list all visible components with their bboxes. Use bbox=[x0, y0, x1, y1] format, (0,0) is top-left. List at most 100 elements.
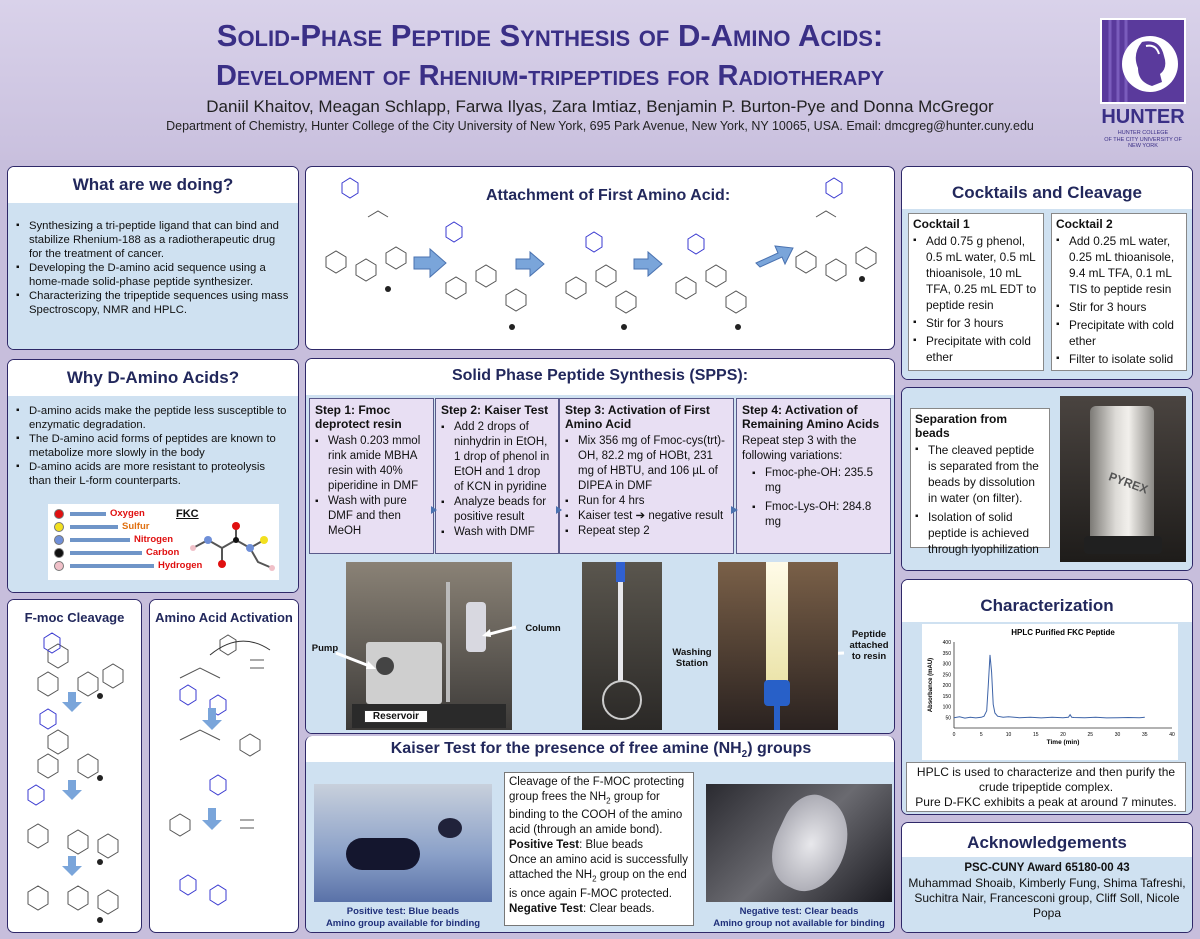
list-item: Add 0.75 g phenol, 0.5 mL water, 0.5 mL … bbox=[913, 233, 1039, 313]
step-2-box: Step 2: Kaiser Test Add 2 drops of ninhy… bbox=[435, 398, 559, 554]
hunter-seal-icon bbox=[1100, 18, 1186, 104]
x-tick-label: 20 bbox=[1060, 732, 1066, 738]
arrow-icon bbox=[70, 525, 118, 529]
poster-header: Solid-Phase Peptide Synthesis of D-Amino… bbox=[0, 0, 1200, 160]
x-tick-label: 35 bbox=[1142, 732, 1148, 738]
fkc-molecule-icon bbox=[190, 522, 275, 571]
ack-award: PSC-CUNY Award 65180-00 43 bbox=[964, 862, 1130, 874]
arrow-icon bbox=[70, 538, 130, 542]
step-1-box: Step 1: Fmoc deprotect resin Wash 0.203 … bbox=[309, 398, 434, 554]
y-tick-label: 350 bbox=[943, 651, 952, 657]
list-item: Stir for 3 hours bbox=[1056, 299, 1182, 315]
why-body: D-amino acids make the peptide less susc… bbox=[8, 396, 298, 592]
activation-title: Amino Acid Activation bbox=[150, 600, 298, 631]
cocktail-2-title: Cocktail 2 bbox=[1056, 217, 1113, 231]
attachment-scheme-icon bbox=[325, 177, 877, 330]
ack-names: Muhammad Shoaib, Kimberly Fung, Shima Ta… bbox=[908, 876, 1186, 920]
cocktails-body: Cocktail 1 Add 0.75 g phenol, 0.5 mL wat… bbox=[902, 209, 1192, 379]
list-item: Repeat step 2 bbox=[565, 524, 728, 539]
series-line bbox=[953, 654, 1145, 719]
list-item: Run for 4 hrs bbox=[565, 494, 728, 509]
atom-carbon-icon bbox=[54, 548, 64, 558]
list-item: D-amino acids make the peptide less susc… bbox=[16, 404, 290, 432]
list-item: Wash with DMF bbox=[441, 525, 553, 540]
activation-scheme-icon bbox=[169, 634, 271, 906]
list-item: D-amino acids are more resistant to prot… bbox=[16, 460, 290, 488]
why-title: Why D-Amino Acids? bbox=[8, 360, 298, 394]
list-item: Fmoc-Lys-OH: 284.8 mg bbox=[752, 500, 885, 530]
spps-panel: Solid Phase Peptide Synthesis (SPPS): St… bbox=[305, 358, 895, 734]
list-item: Add 2 drops of ninhydrin in EtOH, 1 drop… bbox=[441, 420, 553, 495]
x-tick-label: 25 bbox=[1087, 732, 1093, 738]
separation-panel: Separation from beads The cleaved peptid… bbox=[901, 387, 1193, 571]
characterization-title: Characterization bbox=[902, 580, 1192, 622]
legend-row-hydrogen: Hydrogen bbox=[52, 560, 202, 573]
fmoc-panel: F-moc Cleavage bbox=[7, 599, 142, 933]
what-body: Synthesizing a tri-peptide ligand that c… bbox=[8, 203, 298, 349]
list-item: Synthesizing a tri-peptide ligand that c… bbox=[16, 219, 290, 261]
department: Department of Chemistry, Hunter College … bbox=[166, 119, 1034, 133]
cocktail-2-box: Cocktail 2 Add 0.25 mL water, 0.25 mL th… bbox=[1051, 213, 1187, 371]
atom-hydrogen-icon bbox=[54, 561, 64, 571]
why-list: D-amino acids make the peptide less susc… bbox=[16, 404, 290, 488]
list-item: Mix 356 mg of Fmoc-cys(trt)-OH, 82.2 mg … bbox=[565, 434, 728, 494]
step-3-title: Step 3: Activation of First Amino Acid bbox=[565, 403, 710, 431]
list-item: Wash 0.203 mmol rink amide MBHA resin wi… bbox=[315, 434, 428, 494]
kaiser-panel: Kaiser Test for the presence of free ami… bbox=[305, 736, 895, 933]
arrow-icon bbox=[70, 551, 142, 555]
poster-title-line-2: Development of Rhenium-tripeptides for R… bbox=[215, 60, 885, 92]
atom-sulfur-icon bbox=[54, 522, 64, 532]
logo-wordmark: HUNTER bbox=[1101, 106, 1185, 128]
negative-test-photo bbox=[706, 784, 892, 902]
legend-label: Oxygen bbox=[110, 508, 145, 519]
ack-body: PSC-CUNY Award 65180-00 43 Muhammad Shoa… bbox=[902, 857, 1192, 932]
authors: Daniil Khaitov, Meagan Schlapp, Farwa Il… bbox=[206, 97, 994, 116]
characterization-text-box: HPLC is used to characterize and then pu… bbox=[906, 762, 1186, 812]
fmoc-scheme-icon bbox=[27, 632, 124, 923]
y-tick-label: 300 bbox=[943, 662, 952, 668]
peptide-attached-label: Peptide attached to resin bbox=[849, 629, 889, 662]
beaker-photo: PYREX bbox=[1060, 396, 1186, 562]
pump-label: Pump bbox=[311, 643, 339, 654]
y-tick-label: 100 bbox=[943, 705, 952, 711]
why-panel: Why D-Amino Acids? D-amino acids make th… bbox=[7, 359, 299, 593]
attachment-panel: Attachment of First Amino Acid: bbox=[305, 166, 895, 350]
list-item: Wash with pure DMF and then MeOH bbox=[315, 494, 428, 539]
reservoir-label: Reservoir bbox=[364, 710, 428, 723]
x-axis-label: Time (min) bbox=[1047, 739, 1080, 746]
x-tick-label: 5 bbox=[980, 732, 983, 738]
column-photo bbox=[718, 562, 838, 730]
synthesizer-photo: Reservoir bbox=[346, 562, 512, 730]
washing-station-photo bbox=[582, 562, 662, 730]
y-tick-label: 250 bbox=[943, 672, 952, 678]
legend-label: Nitrogen bbox=[134, 534, 174, 545]
positive-test-photo bbox=[314, 784, 492, 902]
list-item: Characterizing the tripeptide sequences … bbox=[16, 289, 290, 317]
legend-row-sulfur: Sulfur bbox=[52, 521, 192, 534]
hplc-chart: HPLC Purified FKC Peptide501001502002503… bbox=[922, 624, 1178, 760]
list-item: Add 0.25 mL water, 0.25 mL thioanisole, … bbox=[1056, 233, 1182, 297]
x-tick-label: 0 bbox=[953, 732, 956, 738]
step-4-title: Step 4: Activation of Remaining Amino Ac… bbox=[742, 403, 880, 431]
list-item: Precipitate with cold ether bbox=[913, 333, 1039, 365]
x-tick-label: 40 bbox=[1169, 732, 1175, 738]
list-item: Precipitate with cold ether bbox=[1056, 317, 1182, 349]
spps-title: Solid Phase Peptide Synthesis (SPPS): bbox=[306, 359, 894, 391]
x-tick-label: 15 bbox=[1033, 732, 1039, 738]
y-tick-label: 200 bbox=[943, 683, 952, 689]
separation-text-box: Separation from beads The cleaved peptid… bbox=[910, 408, 1050, 556]
step-3-box: Step 3: Activation of First Amino Acid M… bbox=[559, 398, 734, 554]
legend-row-carbon: Carbon bbox=[52, 547, 192, 560]
x-tick-label: 10 bbox=[1006, 732, 1012, 738]
column-label: Column bbox=[525, 623, 561, 634]
list-item: The cleaved peptide is separated from th… bbox=[915, 442, 1045, 506]
fmoc-title: F-moc Cleavage bbox=[8, 600, 141, 631]
attachment-title: Attachment of First Amino Acid: bbox=[486, 187, 731, 204]
cocktail-1-title: Cocktail 1 bbox=[913, 217, 970, 231]
